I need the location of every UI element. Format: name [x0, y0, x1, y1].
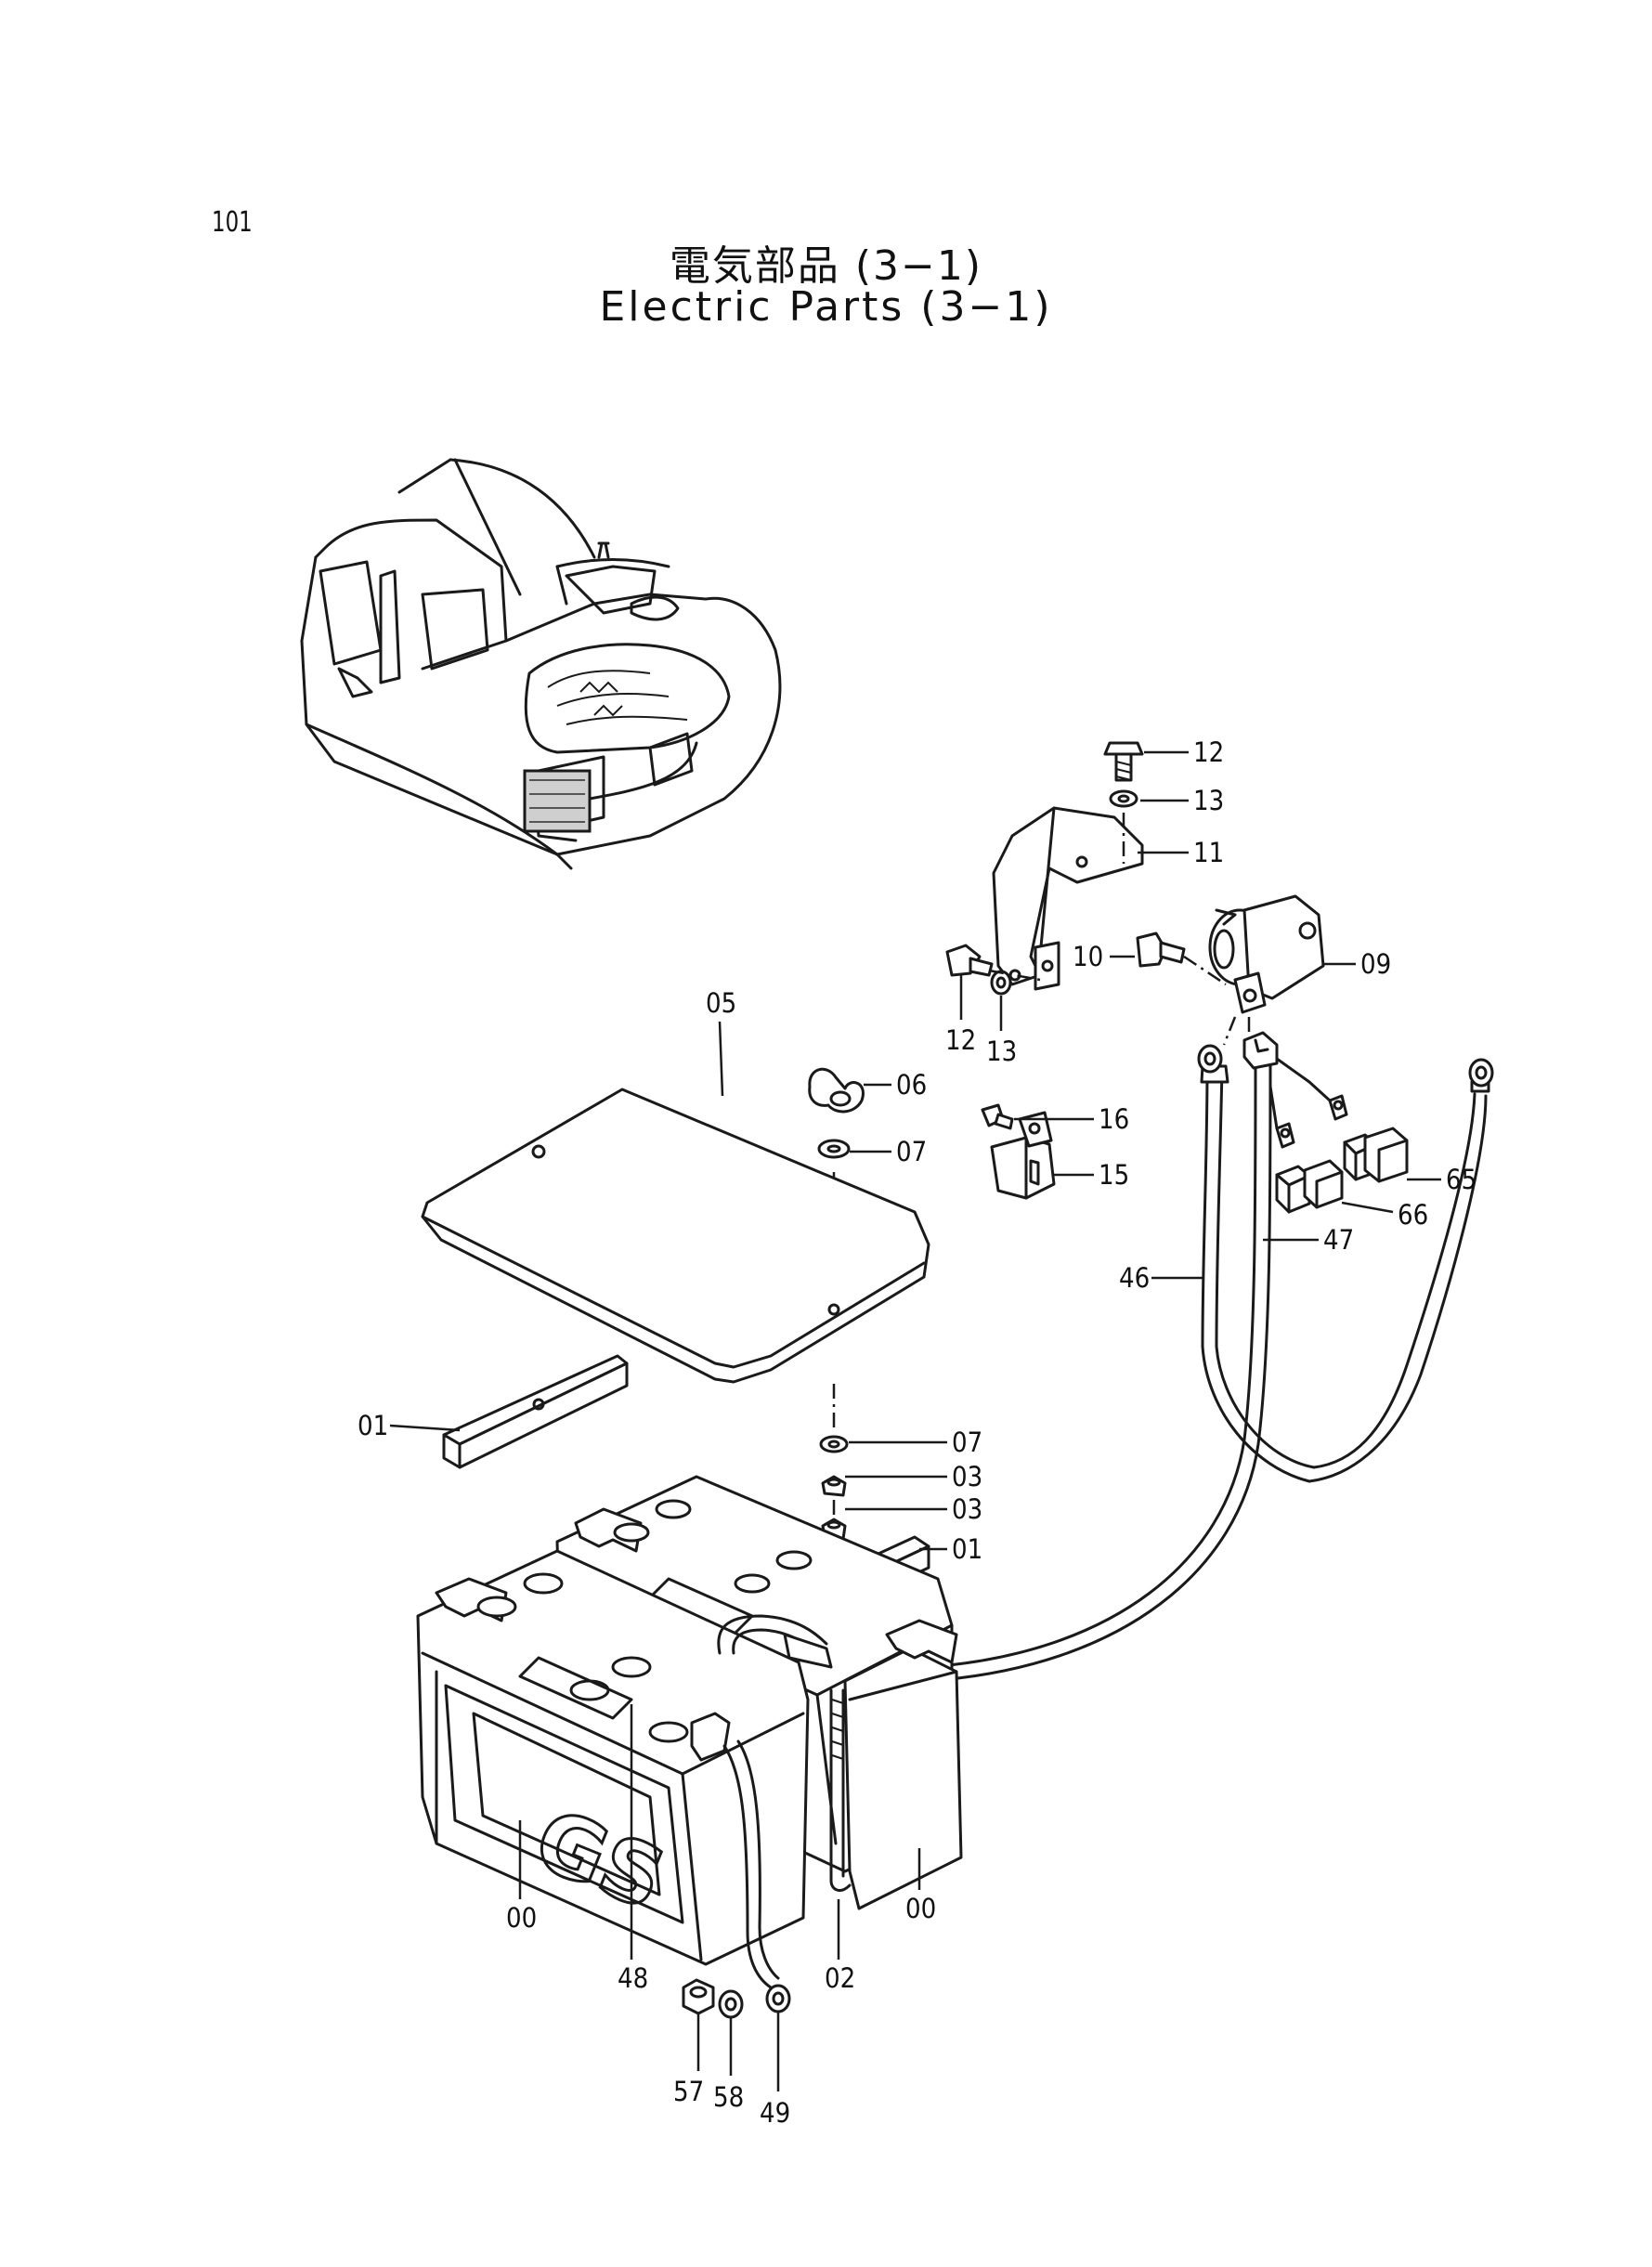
screw-16: [981, 1103, 1014, 1130]
bolt-12-upper: [1103, 741, 1144, 782]
callout-13-upper: 13: [1193, 785, 1224, 816]
leader-lines: [389, 750, 1441, 2091]
bolt-12-lower: [945, 944, 994, 977]
battery-00-front: GS: [416, 1549, 810, 1966]
callout-09: 09: [1360, 948, 1391, 980]
cable-02: [829, 1688, 852, 1892]
callout-49: 49: [760, 2097, 790, 2129]
callout-16: 16: [1099, 1103, 1129, 1135]
callout-03-upper: 03: [952, 1461, 982, 1492]
connector-65: [1328, 1094, 1409, 1183]
cable-47-terminal: [1242, 1031, 1279, 1070]
centerline-relay-terminals: [1222, 1016, 1251, 1046]
callout-12-upper: 12: [1193, 736, 1224, 768]
wire-to-connector-65: [1275, 1057, 1332, 1102]
callout-00-left: 00: [506, 1902, 537, 1934]
callout-10: 10: [1073, 941, 1103, 972]
title-japanese: 電気部品 (3−1): [669, 242, 983, 290]
wire-to-connector-66: [1268, 1085, 1279, 1130]
callout-00-right: 00: [905, 1893, 936, 1924]
battery-00-right: [843, 1619, 963, 1910]
washer-07-lower: [819, 1435, 849, 1453]
callout-13-lower: 13: [986, 1036, 1017, 1067]
callout-06: 06: [896, 1069, 927, 1101]
callout-65: 65: [1446, 1164, 1476, 1195]
callout-15: 15: [1099, 1159, 1129, 1191]
centerline-relay: [1183, 955, 1227, 986]
washer-13-upper: [1109, 789, 1138, 808]
centerline-lower-bolt: [988, 969, 1041, 982]
title-english: Electric Parts (3−1): [599, 283, 1053, 331]
callout-01-left: 01: [358, 1410, 388, 1441]
callout-57: 57: [673, 2076, 704, 2107]
connector-66: [1275, 1122, 1344, 1214]
callout-labels: 12 13 11 09 10 12 13 05 06 07 16 15 65 6…: [358, 736, 1476, 2129]
callout-12-lower: 12: [945, 1024, 976, 1056]
callout-07-lower: 07: [952, 1427, 982, 1458]
callout-07-upper: 07: [896, 1136, 927, 1167]
washer-58: [718, 1989, 744, 2019]
callout-47: 47: [1323, 1224, 1354, 1256]
callout-01-right: 01: [952, 1533, 982, 1565]
callout-11: 11: [1193, 837, 1224, 868]
page-number: 101: [212, 206, 253, 239]
callout-05: 05: [706, 987, 736, 1019]
callout-58: 58: [713, 2081, 744, 2113]
nut-57: [682, 1978, 715, 2015]
washer-13-lower: [990, 970, 1012, 996]
relay-15: [990, 1111, 1056, 1200]
callout-02: 02: [825, 1962, 855, 1994]
callout-48: 48: [618, 1962, 648, 1994]
cable-48: [717, 1614, 833, 1669]
washer-07-upper: [817, 1139, 851, 1159]
battery-cover-05: [421, 1088, 930, 1384]
nut-03-upper: [821, 1475, 847, 1497]
callout-66: 66: [1398, 1199, 1428, 1231]
battery-relay: [1208, 894, 1325, 1014]
hold-down-bar-01-left: [442, 1354, 629, 1469]
callout-46: 46: [1119, 1262, 1150, 1294]
excavator-locator-sketch: [300, 458, 782, 870]
bolt-10: [1136, 932, 1186, 968]
callout-03-lower: 03: [952, 1493, 982, 1525]
wing-nut-06: [808, 1067, 865, 1114]
cable-49: [690, 1712, 791, 2013]
battery-relay-bracket: [992, 806, 1144, 991]
